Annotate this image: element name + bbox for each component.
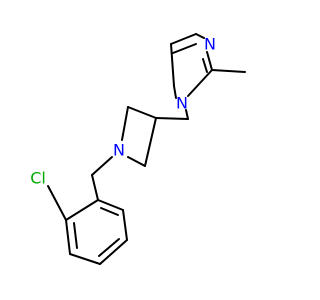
bond [121, 106, 129, 141]
imidazole-n1-label: N [176, 94, 188, 113]
bond [185, 109, 189, 120]
bond [172, 43, 197, 54]
azetidine-nitrogen-label: N [113, 141, 125, 160]
bond [170, 43, 175, 87]
azetidine-ring [121, 106, 157, 167]
bond [65, 199, 99, 221]
bond [69, 253, 101, 265]
bond [91, 174, 99, 201]
imidazole-nitrogen-label: N [204, 35, 216, 54]
bond [127, 156, 146, 167]
methyl-bond [211, 69, 246, 73]
bond [206, 51, 213, 71]
bond [97, 199, 124, 211]
bond [100, 207, 119, 216]
bond [173, 85, 177, 99]
bond [91, 156, 113, 176]
bond [144, 117, 157, 167]
bond [98, 238, 120, 257]
bond [65, 219, 71, 255]
methylene-linker [155, 109, 189, 120]
bond [122, 209, 128, 241]
bond [202, 58, 208, 73]
benzene-ring [65, 199, 128, 265]
imidazole-ring [170, 33, 213, 99]
bond [195, 33, 205, 39]
bond [73, 222, 78, 249]
bond [187, 69, 213, 97]
benzyl-linker [91, 156, 113, 201]
bond [99, 239, 128, 265]
molecule-structure-diagram: N N N Cl [30, 33, 246, 265]
chlorine-label: Cl [30, 169, 46, 188]
bond [155, 117, 189, 120]
bond [127, 106, 157, 119]
bond [170, 33, 197, 45]
chloro-bond [47, 185, 67, 221]
